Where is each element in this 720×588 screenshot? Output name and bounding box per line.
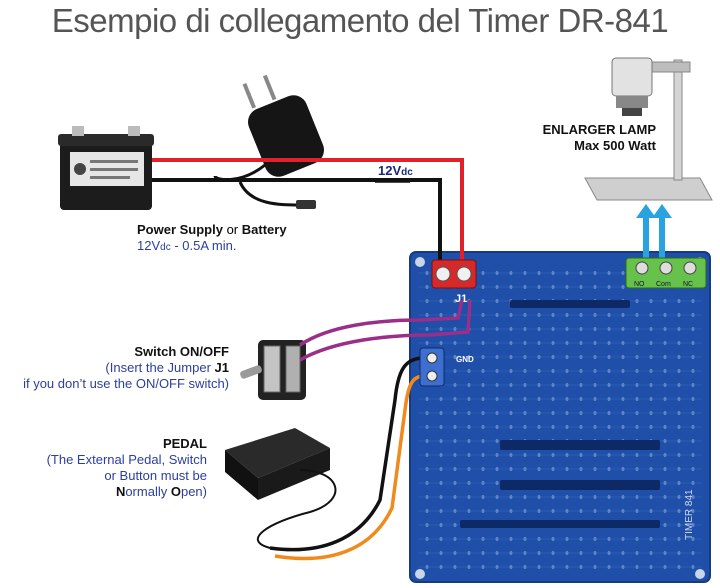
enlarger-image: [584, 57, 713, 201]
power-supply-name: Power Supply: [137, 222, 223, 237]
wire-purple-1: [299, 299, 464, 347]
wire-red: [152, 158, 464, 262]
battery-name: Battery: [241, 222, 287, 237]
relay-terminal-block: [625, 257, 707, 289]
switch-heading: Switch ON/OFF: [134, 344, 229, 359]
pedal-label: PEDAL (The External Pedal, Switch or But…: [7, 436, 207, 500]
pedal-line2: or Button must be: [104, 468, 207, 483]
relay-terminal-no: NO: [634, 281, 645, 288]
j1-label: J1: [455, 293, 467, 305]
power-supply-spec: 12Vdc - 0.5A min.: [137, 238, 236, 256]
power-terminal-block: [431, 259, 477, 289]
wire-black-pedal: [269, 356, 425, 552]
power-supply-joiner: or: [222, 222, 242, 237]
gnd-terminal-block: [419, 347, 445, 387]
pedal-o: O: [170, 484, 181, 499]
pedal-normally: ormally: [125, 484, 171, 499]
enlarger-power: Max 500 Watt: [574, 138, 656, 153]
pedal-open: pen): [180, 484, 207, 499]
power-supply-label: Power Supply or Battery: [137, 222, 287, 238]
gnd-label: GND: [456, 355, 474, 364]
switch-line1: (Insert the Jumper: [105, 360, 215, 375]
enlarger-title: ENLARGER LAMP: [542, 122, 656, 137]
wall-adapter-image: [213, 74, 325, 209]
timer-pcb-board: [409, 251, 711, 583]
switch-jumper: J1: [214, 360, 229, 375]
board-silkscreen-text: TIMER 841: [684, 489, 695, 540]
relay-terminal-com: Com: [656, 281, 671, 288]
switch-line2: if you don’t use the ON/OFF switch): [23, 376, 229, 391]
enlarger-label: ENLARGER LAMP Max 500 Watt: [543, 122, 656, 154]
wire-purple-2: [299, 299, 472, 362]
spec-voltage: 12V: [137, 238, 161, 253]
diagram-title: Esempio di collegamento del Timer DR-841: [51, 2, 669, 39]
pedal-line1: (The External Pedal, Switch: [46, 452, 207, 467]
relay-terminal-nc: NC: [683, 281, 693, 288]
pedal-heading: PEDAL: [162, 436, 207, 451]
power-line-dc: dc: [401, 167, 413, 178]
spec-dc: dc: [160, 242, 171, 253]
battery-image: [58, 126, 154, 210]
pedal-n: N: [115, 484, 126, 499]
wire-orange-pedal: [274, 374, 425, 561]
toggle-switch-image: [240, 340, 306, 400]
switch-label: Switch ON/OFF (Insert the Jumper J1 if y…: [0, 344, 229, 392]
lamp-arrows: [636, 204, 672, 262]
power-line-label: 12Vdc: [378, 163, 413, 181]
pedal-image: [225, 428, 337, 549]
power-line-voltage: 12V: [378, 163, 402, 178]
wire-black: [152, 178, 442, 262]
spec-current: - 0.5A min.: [170, 238, 237, 253]
